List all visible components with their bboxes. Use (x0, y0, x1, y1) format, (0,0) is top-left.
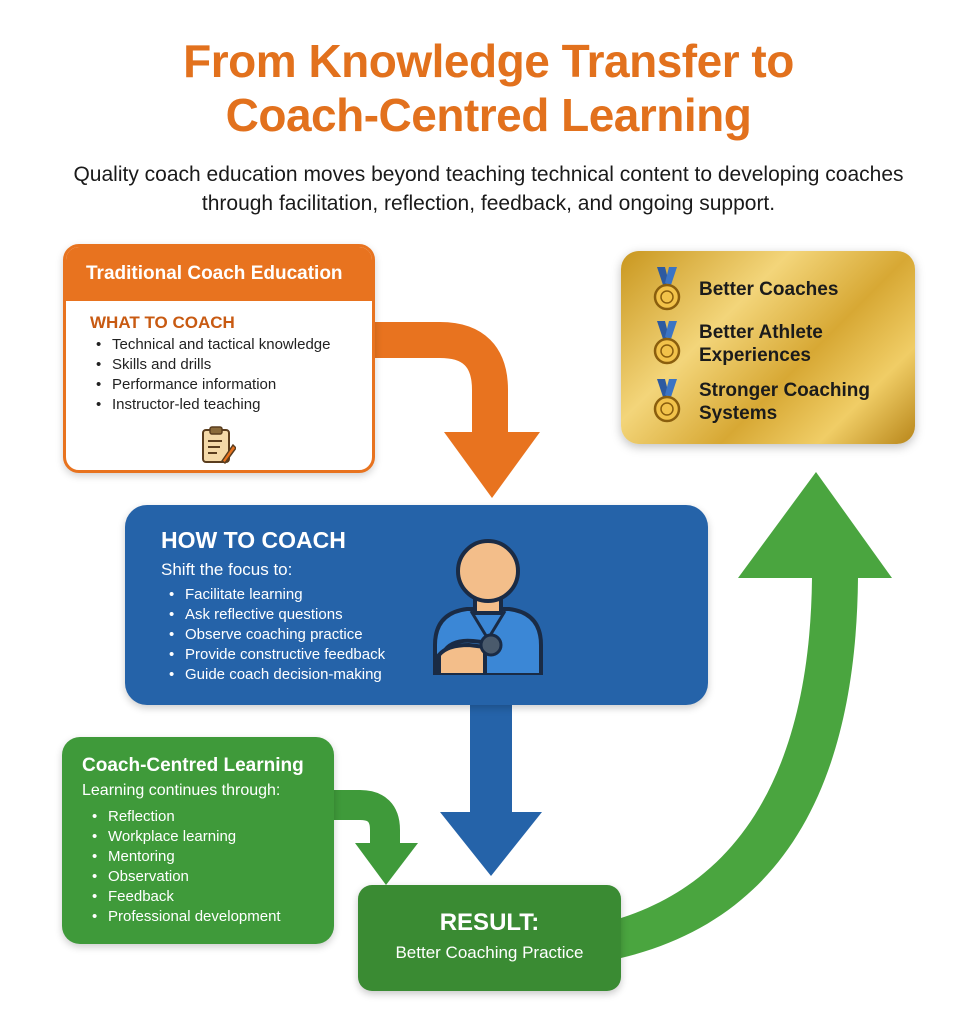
list-item: Technical and tactical knowledge (96, 335, 372, 355)
title-line-2: Coach-Centred Learning (225, 89, 752, 141)
orange-flow-arrow (375, 322, 508, 432)
green-small-arrowhead (355, 843, 418, 885)
list-item: Mentoring (92, 847, 281, 867)
how-to-coach-list: Facilitate learning Ask reflective quest… (169, 585, 385, 685)
blue-flow-arrow (470, 703, 512, 813)
list-item: Ask reflective questions (169, 605, 385, 625)
medal-icon (653, 267, 681, 311)
list-item: Skills and drills (96, 355, 372, 375)
blue-arrowhead (440, 812, 542, 876)
result-box: RESULT: Better Coaching Practice (358, 885, 621, 991)
list-item: Provide constructive feedback (169, 645, 385, 665)
outcomes-box: Better Coaches Better Athlete Experience… (621, 251, 915, 444)
how-to-coach-subtitle: Shift the focus to: (161, 560, 293, 579)
learning-subtitle: Learning continues through: (82, 782, 281, 799)
medal-icon (653, 379, 681, 423)
page-subtitle: Quality coach education moves beyond tea… (73, 163, 904, 215)
list-item: Performance information (96, 375, 372, 395)
what-to-coach-heading: WHAT TO COACH (90, 313, 235, 332)
list-item: Observe coaching practice (169, 625, 385, 645)
learning-list: Reflection Workplace learning Mentoring … (92, 807, 281, 927)
traditional-list: Technical and tactical knowledge Skills … (96, 335, 372, 415)
how-to-coach-box: HOW TO COACH Shift the focus to: Facilit… (125, 505, 708, 705)
coach-centred-learning-box: Coach-Centred Learning Learning continue… (62, 737, 334, 944)
result-title: RESULT: (439, 909, 540, 936)
coach-person-icon (433, 539, 543, 675)
page-title: From Knowledge Transfer to Coach-Centred… (0, 34, 977, 142)
list-item: Facilitate learning (169, 585, 385, 605)
result-subtitle: Better Coaching Practice (395, 943, 584, 962)
orange-arrowhead (444, 432, 540, 498)
list-item: Observation (92, 867, 281, 887)
list-item: Guide coach decision-making (169, 665, 385, 685)
learning-title: Coach-Centred Learning (82, 755, 304, 776)
traditional-education-box: Traditional Coach Education WHAT TO COAC… (63, 244, 375, 473)
outcome-item: Better Coaches (651, 267, 899, 313)
list-item: Feedback (92, 887, 281, 907)
green-small-arrow (334, 790, 400, 845)
list-item: Instructor-led teaching (96, 395, 372, 415)
how-to-coach-title: HOW TO COACH (161, 527, 346, 553)
outcome-item: Stronger Coaching Systems (651, 379, 899, 425)
list-item: Workplace learning (92, 827, 281, 847)
list-item: Reflection (92, 807, 281, 827)
traditional-header: Traditional Coach Education (66, 247, 372, 301)
outcome-item: Better Athlete Experiences (651, 321, 899, 367)
list-item: Professional development (92, 907, 281, 927)
title-line-1: From Knowledge Transfer to (183, 35, 794, 87)
medal-icon (653, 321, 681, 365)
green-big-arrowhead (738, 472, 892, 578)
outcome-label: Better Coaches (699, 279, 839, 300)
outcome-label: Better Athlete Experiences (699, 322, 823, 366)
green-big-arrow (621, 578, 858, 958)
clipboard-icon (202, 426, 236, 465)
outcome-label: Stronger Coaching Systems (699, 380, 871, 424)
